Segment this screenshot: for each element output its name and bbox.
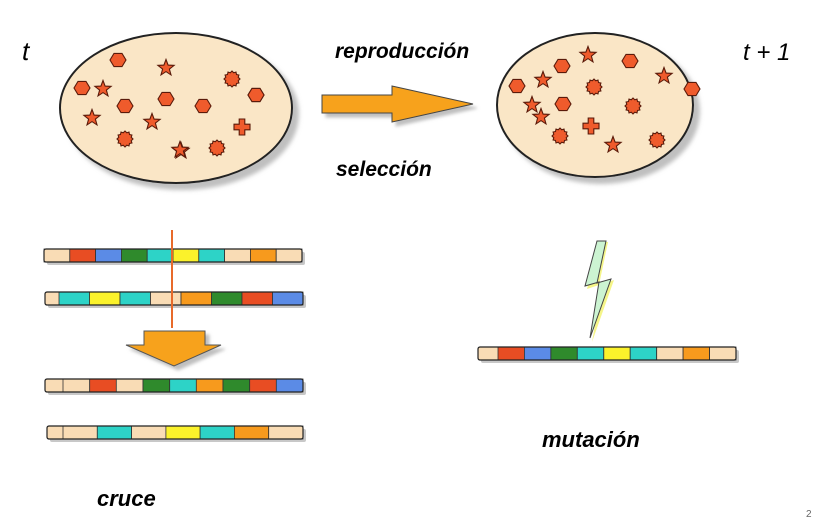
gene-cell [89, 378, 117, 393]
gene-cell [249, 248, 277, 263]
gene-cell [62, 425, 98, 440]
chromosome-child-2 [46, 425, 306, 442]
chromosome-parent-2 [44, 291, 306, 308]
gene-cell [275, 378, 304, 393]
individual-circle-icon [551, 127, 569, 145]
individual-star-icon [603, 134, 623, 154]
individual-star-icon [533, 69, 553, 89]
gene-cell [198, 248, 226, 263]
individual-star-icon [654, 65, 674, 85]
gene-cell [682, 346, 710, 361]
individual-hexagon-icon [621, 53, 639, 69]
individual-cross-icon [233, 118, 251, 136]
gene-cell [629, 346, 658, 361]
gene-cell [62, 378, 91, 393]
chromosome-child-1 [44, 378, 306, 395]
individual-star-icon [522, 94, 542, 114]
individual-circle-icon [624, 97, 642, 115]
individual-circle-icon [208, 139, 226, 157]
individual-circle-icon [585, 78, 603, 96]
individual-hexagon-icon [194, 98, 212, 114]
gene-cell [142, 378, 171, 393]
gene-cell [268, 425, 304, 440]
gene-cell [272, 291, 304, 306]
gene-cell [709, 346, 737, 361]
individual-star-icon [531, 106, 551, 126]
individual-star-icon [578, 44, 598, 64]
population-t-ellipse [59, 32, 293, 184]
gene-cell [119, 291, 151, 306]
crossover-section: cruce [43, 230, 306, 511]
individual-hexagon-icon [109, 52, 127, 68]
gene-cell [224, 248, 251, 263]
chromosome-mutant [477, 346, 739, 363]
crossover-label: cruce [97, 486, 156, 511]
time-t1-label: t + 1 [743, 39, 790, 66]
mutation-section: mutación [477, 240, 739, 452]
gene-cell [275, 248, 303, 263]
gene-cell [96, 425, 133, 440]
page-number: 2 [806, 509, 812, 519]
reproduction-label: reproducción [335, 40, 469, 63]
individual-hexagon-icon [683, 81, 701, 97]
gene-cell [43, 248, 71, 263]
chromosome-parent-1 [43, 248, 305, 265]
time-t-label: t [22, 36, 31, 66]
gene-cell [150, 291, 182, 306]
gene-cell [497, 346, 525, 361]
reproduction-arrow [321, 85, 474, 123]
individual-hexagon-icon [553, 58, 571, 74]
gene-cell [524, 346, 552, 361]
gene-cell [58, 291, 90, 306]
gene-cell [146, 248, 174, 263]
crossover-arrow [125, 330, 222, 367]
individual-star-icon [82, 107, 102, 127]
gene-cell [121, 248, 148, 263]
gene-cell [241, 291, 273, 306]
population-t1 [496, 32, 701, 178]
gene-cell [115, 378, 144, 393]
mutation-label: mutación [542, 427, 640, 452]
gene-cell [131, 425, 167, 440]
gene-cell [172, 248, 200, 263]
selection-label: selección [336, 158, 432, 181]
population-t [59, 32, 293, 184]
individual-hexagon-icon [554, 96, 572, 112]
individual-hexagon-icon [116, 98, 134, 114]
gene-cell [222, 378, 251, 393]
individual-circle-icon [223, 70, 241, 88]
individual-hexagon-icon [73, 80, 91, 96]
gene-cell [550, 346, 578, 361]
gene-cell [180, 291, 212, 306]
individual-cross-icon [582, 117, 600, 135]
individual-star-icon [93, 78, 113, 98]
individual-hexagon-icon [508, 78, 526, 94]
gene-cell [165, 425, 201, 440]
gene-cell [656, 346, 684, 361]
individual-circle-icon [116, 130, 134, 148]
gene-cell [69, 248, 97, 263]
individual-hexagon-icon [247, 87, 265, 103]
gene-cell [89, 291, 121, 306]
individual-star-icon [156, 57, 176, 77]
individual-star-icon [170, 139, 190, 159]
gene-cell [199, 425, 235, 440]
gene-cell [195, 378, 224, 393]
individual-circle-icon [648, 131, 666, 149]
population-t1-ellipse [496, 32, 694, 178]
individual-star-icon [142, 111, 162, 131]
gene-cell [95, 248, 122, 263]
gene-cell [211, 291, 243, 306]
individual-hexagon-icon [157, 91, 175, 107]
gene-cell [603, 346, 631, 361]
gene-cell [233, 425, 270, 440]
gene-cell [249, 378, 277, 393]
gene-cell [169, 378, 197, 393]
lightning-bolt-icon [584, 240, 614, 342]
gene-cell [576, 346, 605, 361]
